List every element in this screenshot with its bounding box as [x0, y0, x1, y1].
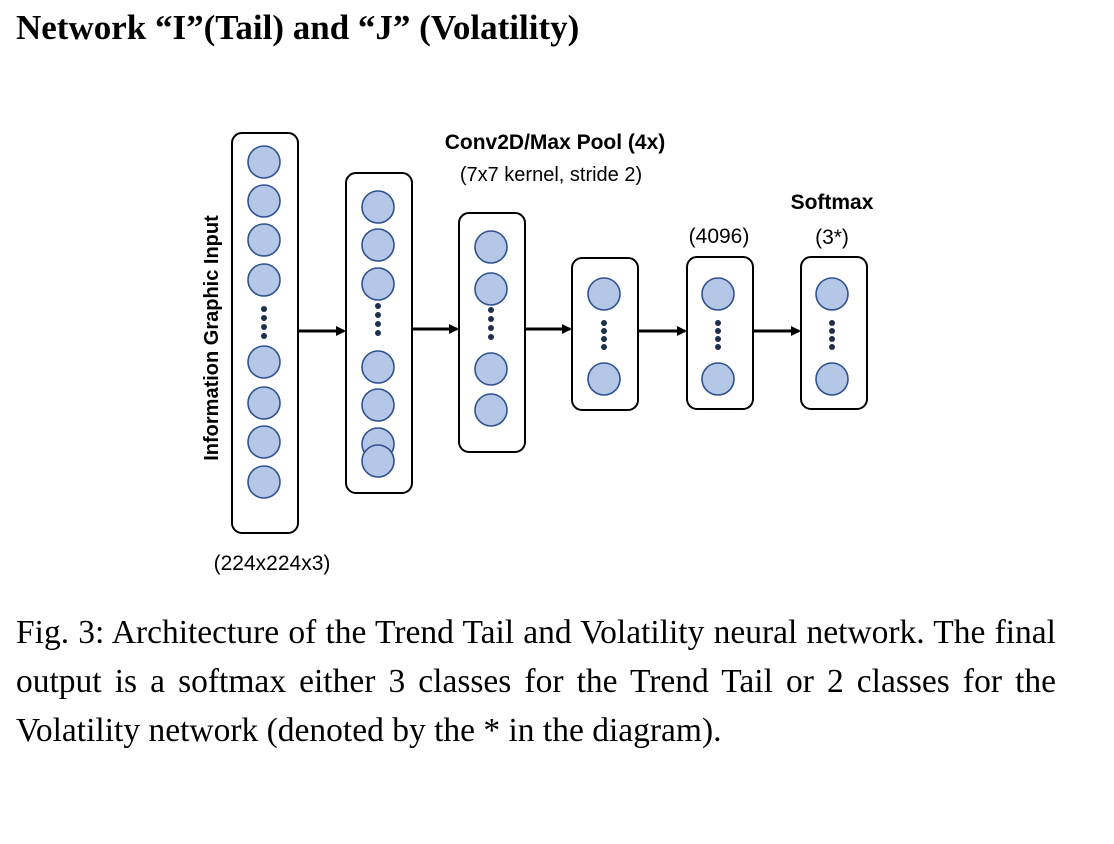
neuron-node [474, 352, 508, 386]
ellipsis-dot [261, 306, 267, 312]
ellipsis-dot [715, 344, 721, 350]
ellipsis-dot [375, 330, 381, 336]
neuron-node [701, 277, 735, 311]
ellipsis-dot [715, 336, 721, 342]
layer-column [458, 212, 526, 453]
layer-column [231, 132, 299, 534]
neuron-node [474, 230, 508, 264]
neuron-node [361, 228, 395, 262]
ellipsis-dot [829, 344, 835, 350]
conv-subtitle: (7x7 kernel, stride 2) [460, 164, 642, 186]
ellipsis-dot [488, 325, 494, 331]
ellipsis-dot [601, 344, 607, 350]
ellipsis-dot [375, 303, 381, 309]
layer-frame [458, 212, 526, 453]
ellipsis-dot [375, 312, 381, 318]
ellipsis-dot [261, 315, 267, 321]
neuron-node [247, 223, 281, 257]
ellipsis-dot [715, 328, 721, 334]
neuron-node [701, 362, 735, 396]
neuron-node [474, 272, 508, 306]
neuron-node [587, 362, 621, 396]
softmax-subtitle: (3*) [815, 226, 849, 249]
figure-caption: Fig. 3: Architecture of the Trend Tail a… [16, 614, 1056, 749]
softmax-title: Softmax [791, 191, 874, 214]
neuron-node [247, 465, 281, 499]
layer-column [571, 257, 639, 411]
neuron-node [361, 350, 395, 384]
neuron-node [474, 393, 508, 427]
figure-heading: Network “I”(Tail) and “J” (Volatility) [16, 8, 580, 47]
neuron-node [247, 386, 281, 420]
layer-frame [231, 132, 299, 534]
neuron-node [361, 444, 395, 478]
ellipsis-dot [829, 320, 835, 326]
ellipsis-dot [488, 316, 494, 322]
ellipsis-dot [601, 320, 607, 326]
ellipsis-dot [601, 336, 607, 342]
neuron-node [361, 267, 395, 301]
layer-column [686, 256, 754, 410]
ellipsis-dot [261, 333, 267, 339]
ellipsis-dot [829, 328, 835, 334]
neuron-node [247, 145, 281, 179]
ellipsis-dot [715, 320, 721, 326]
neuron-node [361, 388, 395, 422]
neuron-node [361, 190, 395, 224]
ellipsis-dot [829, 336, 835, 342]
neuron-node [247, 425, 281, 459]
ellipsis-dot [601, 328, 607, 334]
ellipsis-dot [261, 324, 267, 330]
fc-size-label: (4096) [689, 225, 750, 248]
neuron-node [587, 277, 621, 311]
layer-column [345, 172, 413, 494]
neuron-node [815, 277, 849, 311]
neuron-node [247, 184, 281, 218]
ellipsis-dot [488, 334, 494, 340]
layer-column [800, 256, 868, 410]
input-size-label: (224x224x3) [214, 552, 331, 575]
neuron-node [247, 345, 281, 379]
conv-title: Conv2D/Max Pool (4x) [445, 131, 666, 154]
neuron-node [247, 263, 281, 297]
ellipsis-dot [488, 307, 494, 313]
ellipsis-dot [375, 321, 381, 327]
neuron-node [815, 362, 849, 396]
input-label: Information Graphic Input [201, 215, 223, 461]
